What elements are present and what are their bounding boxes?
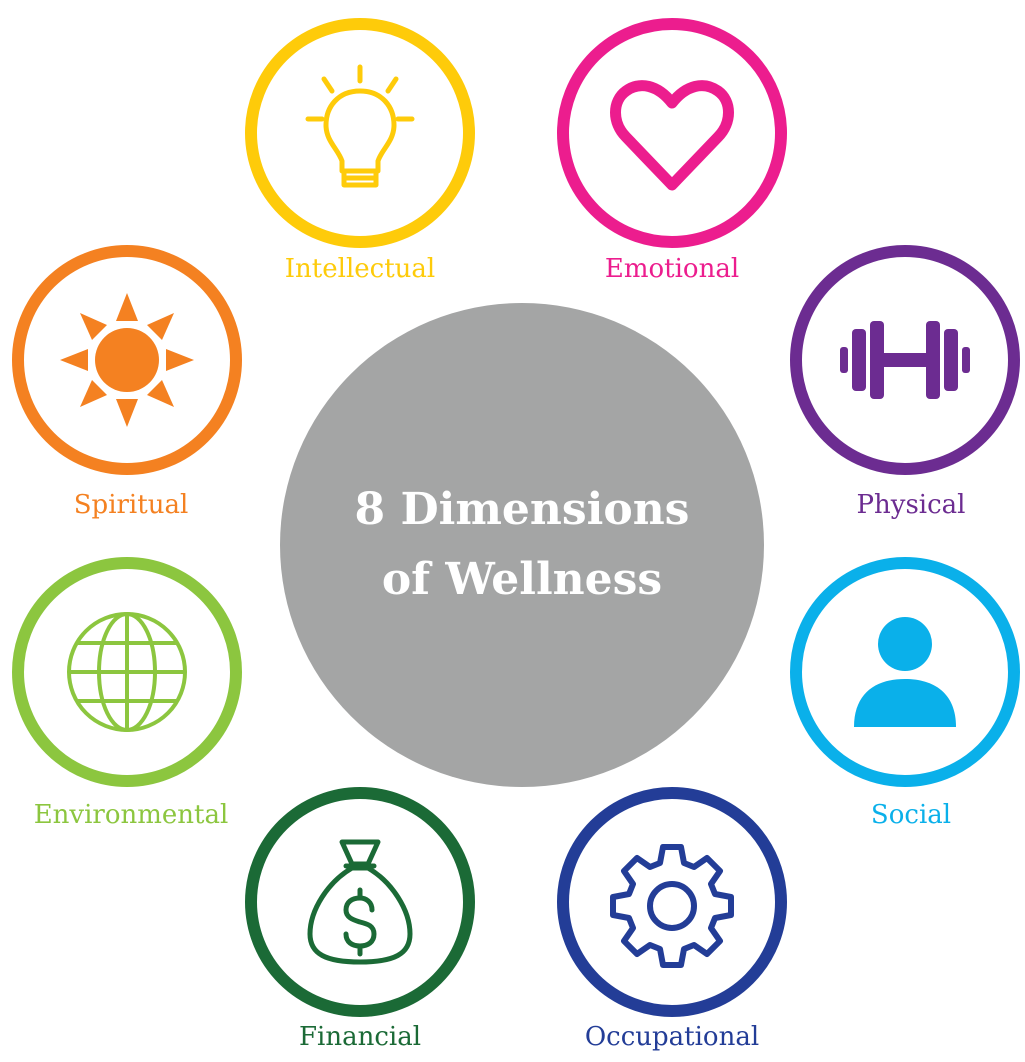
globe-icon bbox=[67, 612, 187, 732]
label-social: Social bbox=[870, 800, 952, 830]
intellectual-ring bbox=[245, 18, 475, 248]
center-circle: 8 Dimensions of Wellness bbox=[280, 303, 764, 787]
money-bag-icon bbox=[307, 839, 413, 965]
label-financial: Financial bbox=[298, 1022, 422, 1052]
dumbbell-icon bbox=[840, 321, 970, 399]
title-line-1: 8 Dimensions bbox=[354, 484, 690, 535]
lightbulb-icon bbox=[305, 64, 415, 188]
label-emotional: Emotional bbox=[604, 254, 740, 284]
environmental-ring bbox=[12, 557, 242, 787]
heart-icon bbox=[610, 80, 734, 191]
occupational-ring bbox=[557, 787, 787, 1017]
emotional-ring bbox=[557, 18, 787, 248]
spiritual-ring bbox=[12, 245, 242, 475]
label-occupational: Occupational bbox=[584, 1022, 760, 1052]
title-line-2: of Wellness bbox=[381, 554, 663, 605]
social-ring bbox=[790, 557, 1020, 787]
label-intellectual: Intellectual bbox=[284, 254, 436, 284]
label-environmental: Environmental bbox=[33, 800, 229, 830]
gear-icon bbox=[610, 844, 734, 968]
label-spiritual: Spiritual bbox=[73, 490, 189, 520]
physical-ring bbox=[790, 245, 1020, 475]
sun-icon bbox=[60, 293, 194, 427]
diagram-title: 8 Dimensions of Wellness bbox=[322, 475, 722, 615]
financial-ring bbox=[245, 787, 475, 1017]
person-icon bbox=[854, 617, 956, 727]
label-physical: Physical bbox=[856, 490, 966, 520]
